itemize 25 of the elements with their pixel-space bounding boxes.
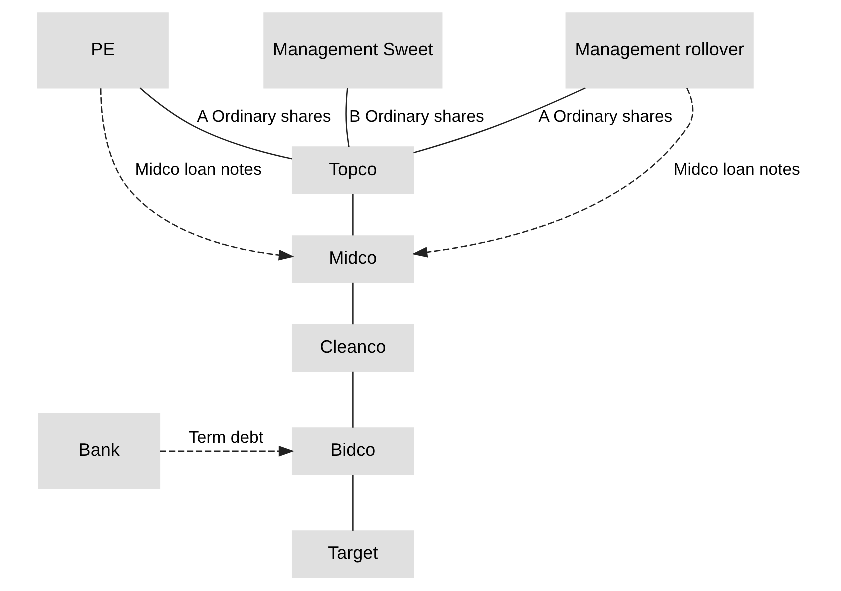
connector bbox=[140, 88, 292, 160]
edge-label: Term debt bbox=[189, 428, 264, 447]
edge-label: B Ordinary shares bbox=[350, 107, 484, 126]
connector bbox=[414, 88, 586, 154]
node-box: Bank bbox=[38, 413, 161, 490]
arrow bbox=[160, 446, 294, 457]
connector bbox=[352, 194, 354, 236]
connector bbox=[352, 282, 354, 325]
connector bbox=[346, 88, 350, 148]
edge-label: A Ordinary shares bbox=[538, 107, 673, 126]
arrow bbox=[412, 88, 694, 258]
node-box: Target bbox=[292, 530, 414, 578]
node-box: Bidco bbox=[292, 428, 414, 476]
node-box: PE bbox=[38, 12, 169, 89]
node-box: Midco bbox=[292, 236, 414, 284]
edge-label: A Ordinary shares bbox=[197, 107, 332, 126]
edge-label: Midco loan notes bbox=[674, 160, 800, 179]
node-box: Management rollover bbox=[566, 12, 754, 89]
arrow bbox=[100, 88, 294, 261]
node-box: Cleanco bbox=[292, 324, 414, 372]
node-box: Topco bbox=[292, 146, 414, 194]
connector bbox=[352, 372, 354, 428]
connector bbox=[352, 475, 354, 531]
edge-label: Midco loan notes bbox=[135, 160, 262, 179]
node-box: Management Sweet bbox=[264, 12, 443, 89]
